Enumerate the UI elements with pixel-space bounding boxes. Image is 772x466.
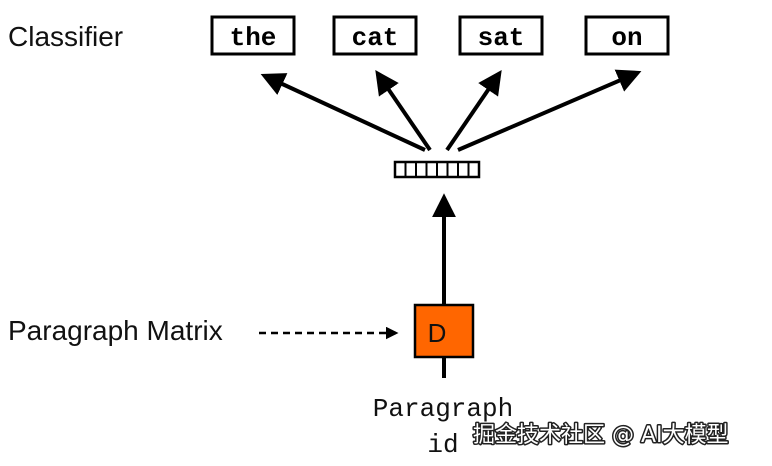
- arrow-to-sat: [445, 70, 502, 152]
- word-box-the: the: [210, 15, 296, 56]
- classifier-label: Classifier: [8, 21, 123, 52]
- paragraph-vector-node: D: [413, 303, 475, 359]
- word-label-the: the: [230, 23, 277, 53]
- watermark-text: 掘金技术社区 @ AI大模型: [473, 423, 729, 448]
- arrow-to-the: [260, 73, 426, 152]
- word-label-sat: sat: [478, 23, 525, 53]
- paragraph-id-label-line1: Paragraph: [373, 394, 513, 424]
- arrow-to-cat: [375, 70, 432, 152]
- word-box-sat: sat: [458, 15, 544, 56]
- hidden-vector: [393, 160, 481, 179]
- word-label-cat: cat: [352, 23, 399, 53]
- arrow-to-on: [457, 69, 642, 152]
- word-box-cat: cat: [332, 15, 418, 56]
- paragraph-matrix-label: Paragraph Matrix: [8, 315, 223, 346]
- paragraph-vector-label: D: [428, 318, 447, 348]
- word-box-on: on: [584, 15, 670, 56]
- paragraph-id-label-line2: id: [427, 430, 458, 460]
- word-label-on: on: [611, 23, 642, 53]
